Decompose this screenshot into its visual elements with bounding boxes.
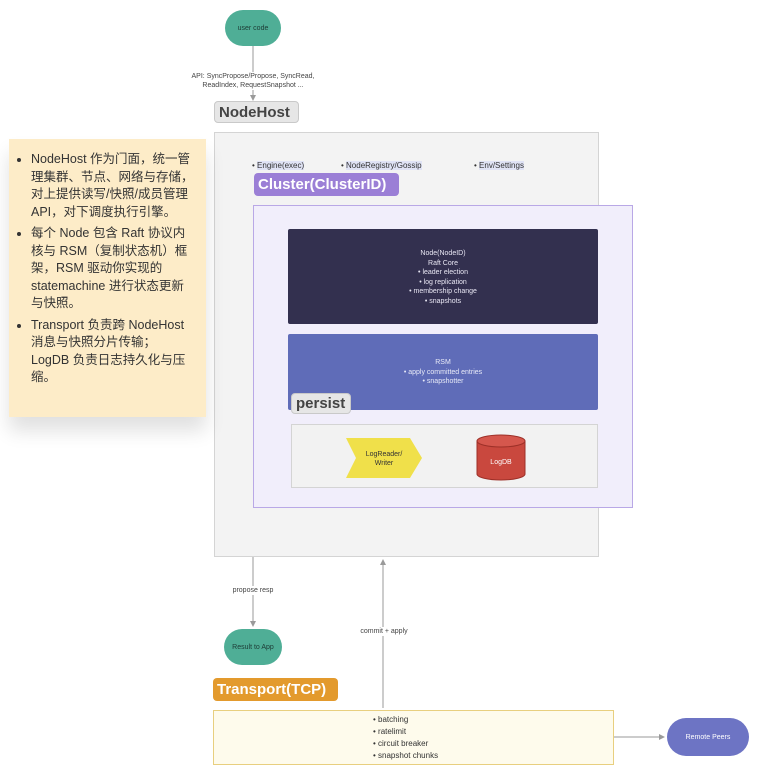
raft-item-log: log replication	[288, 278, 598, 288]
transport-tag-label: Transport(TCP)	[217, 681, 327, 698]
result-to-app-label: Result to App	[232, 643, 274, 651]
nodehost-item-env: • Env/Settings	[474, 161, 524, 170]
raft-node-items: leader election log replication membersh…	[288, 268, 598, 306]
remote-peers-label: Remote Peers	[685, 733, 731, 741]
transport-tag: Transport(TCP)	[213, 678, 338, 701]
sticky-note: NodeHost 作为门面，统一管理集群、节点、网络与存储，对上提供读写/快照/…	[9, 139, 206, 417]
log-reader-writer-label: LogReader/ Writer	[356, 450, 412, 468]
transport-item-batching: batching	[373, 714, 438, 726]
persist-container	[291, 424, 598, 488]
nodehost-item-env-label: Env/Settings	[479, 161, 524, 170]
transport-items: batching ratelimit circuit breaker snaps…	[373, 714, 438, 762]
raft-node-box[interactable]: Node(NodeID) Raft Core leader election l…	[288, 229, 598, 324]
user-code-label: user code	[237, 24, 269, 32]
api-label-line-2: ReadIndex, RequestSnapshot ...	[202, 82, 304, 89]
nodehost-item-engine-label: Engine(exec)	[257, 161, 305, 170]
transport-item-ratelimit: ratelimit	[373, 726, 438, 738]
api-label-line-1: API: SyncPropose/Propose, SyncRead,	[191, 73, 315, 80]
commit-apply-label: commit + apply	[354, 627, 414, 636]
note-item-2: 每个 Node 包含 Raft 协议内核与 RSM（复制状态机）框架，RSM 驱…	[31, 225, 194, 313]
cluster-tag: Cluster(ClusterID)	[254, 173, 399, 196]
transport-item-circuit: circuit breaker	[373, 738, 438, 750]
nodehost-tag: NodeHost	[214, 101, 299, 123]
note-item-3: Transport 负责跨 NodeHost 消息与快照分片传输；LogDB 负…	[31, 317, 194, 387]
remote-peers-node[interactable]: Remote Peers	[667, 718, 749, 756]
rsm-title: RSM	[435, 359, 451, 366]
persist-tag: persist	[291, 393, 351, 414]
nodehost-item-engine: • Engine(exec)	[252, 161, 305, 170]
api-edge-label: API: SyncPropose/Propose, SyncRead, Read…	[183, 72, 323, 90]
log-reader-line-2: Writer	[374, 460, 394, 467]
transport-item-snapshot: snapshot chunks	[373, 750, 438, 762]
rsm-item-apply: apply committed entries	[288, 368, 598, 378]
note-item-1: NodeHost 作为门面，统一管理集群、节点、网络与存储，对上提供读写/快照/…	[31, 151, 194, 221]
logdb-node[interactable]	[476, 434, 526, 482]
raft-item-snapshots: snapshots	[288, 297, 598, 307]
note-list: NodeHost 作为门面，统一管理集群、节点、网络与存储，对上提供读写/快照/…	[13, 151, 194, 387]
log-reader-writer-node[interactable]	[346, 438, 424, 478]
rsm-items: apply committed entries snapshotter	[288, 368, 598, 387]
logdb-label: LogDB	[490, 459, 512, 466]
propose-resp-label: propose resp	[226, 586, 280, 595]
raft-item-leader: leader election	[288, 268, 598, 278]
nodehost-item-registry-label: NodeRegistry/Gossip	[346, 161, 422, 170]
log-reader-line-1: LogReader/	[365, 451, 403, 458]
persist-tag-label: persist	[296, 395, 346, 412]
result-to-app-node[interactable]: Result to App	[224, 629, 282, 665]
rsm-item-snapshotter: snapshotter	[288, 377, 598, 387]
user-code-node[interactable]: user code	[225, 10, 281, 46]
raft-item-membership: membership change	[288, 287, 598, 297]
raft-node-subtitle: Raft Core	[428, 259, 458, 267]
raft-node-title: Node(NodeID)	[420, 250, 466, 257]
nodehost-item-registry: • NodeRegistry/Gossip	[341, 161, 422, 170]
nodehost-tag-label: NodeHost	[219, 103, 290, 121]
cluster-tag-label: Cluster(ClusterID)	[258, 176, 387, 193]
